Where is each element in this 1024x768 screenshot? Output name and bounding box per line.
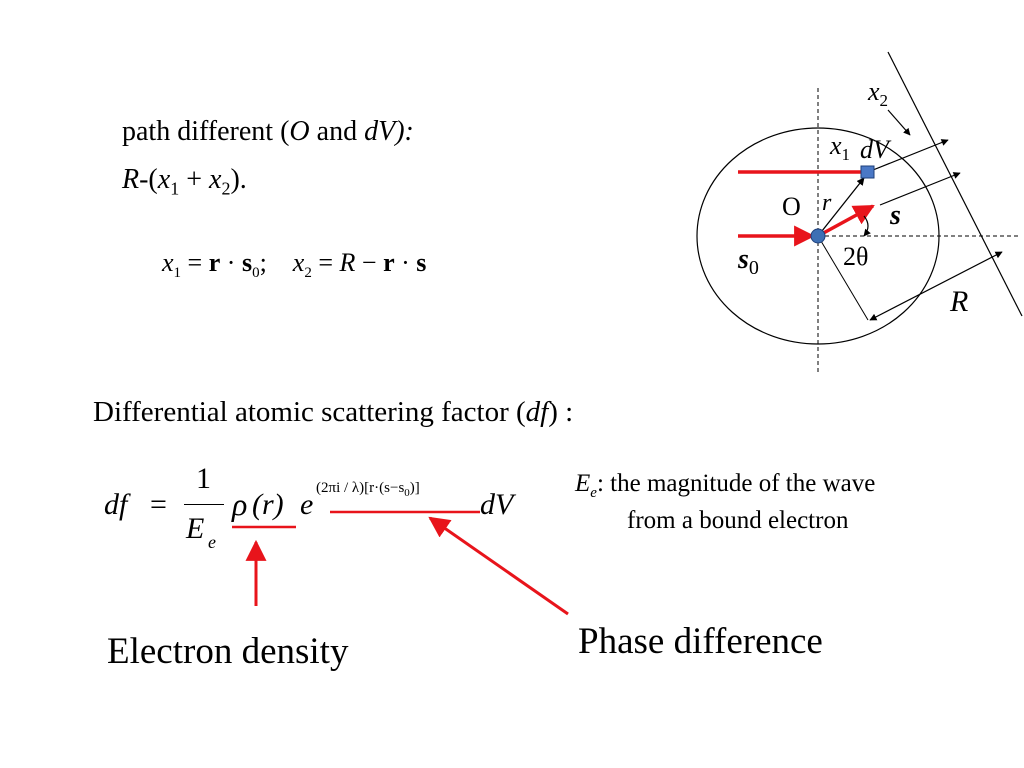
eq-equals-1: = (181, 248, 209, 277)
two-theta-arc (863, 215, 871, 237)
scattered-ray-from-dv (867, 139, 949, 173)
two-theta-label: 2θ (843, 242, 868, 271)
formula-exponent-end: )] (409, 480, 420, 496)
formula-denom-sub: e (208, 532, 216, 552)
formula-df: df (104, 488, 128, 521)
path-and: and (309, 116, 365, 147)
x1-label: x1 (829, 131, 850, 164)
s0-label: s0 (737, 244, 759, 279)
x2-label: x2 (867, 77, 888, 110)
eq-R: R (339, 248, 356, 277)
eq-s0: s (241, 248, 253, 277)
heading-suffix: ) : (548, 396, 574, 428)
eq-x1: x (162, 248, 174, 277)
formula-exponent-sub: 0 (404, 487, 410, 499)
formula-exponent: (2πi / λ)[r·(s−s0)] (316, 480, 420, 499)
eq-x1-sub: 1 (173, 265, 182, 282)
eq-x2-sub: 2 (304, 265, 312, 282)
note-E-sub: e (590, 485, 597, 501)
formula-equals: = (150, 488, 167, 521)
eq-equals-2: = (311, 248, 340, 277)
path-prefix: path different ( (122, 116, 290, 147)
eq-dot-2: · (394, 248, 417, 277)
scattering-factor-heading: Differential atomic scattering factor (d… (93, 396, 573, 429)
note-E: E (575, 470, 591, 497)
eq-r-1: r (208, 248, 221, 277)
origin-label: O (782, 192, 801, 221)
ee-note-line-1: Ee: the magnitude of the wave (575, 470, 876, 501)
formula-e: e (300, 488, 314, 521)
path-r: R (122, 164, 140, 195)
ee-note-line-2: from a bound electron (627, 507, 849, 534)
heading-prefix: Differential atomic scattering factor ( (93, 396, 526, 428)
formula-r-paren: (r) (252, 488, 284, 521)
path-x1-sub: 1 (170, 178, 180, 199)
path-mid: -( (139, 164, 158, 195)
path-x1: x (157, 164, 171, 195)
phase-difference-label: Phase difference (578, 621, 823, 662)
phase-difference-arrow (428, 516, 569, 616)
eq-minus: − (355, 248, 384, 277)
formula-denom-E: E (186, 512, 205, 545)
x-equations: x1 = r · s0; x2 = R − r · s (162, 248, 427, 282)
formula-rho: ρ (232, 486, 248, 522)
electron-density-label: Electron density (107, 631, 349, 672)
radius-line (817, 235, 869, 321)
formula-numerator: 1 (196, 462, 211, 495)
path-plus: + (179, 164, 209, 195)
R-label: R (949, 285, 968, 318)
eq-r-2: r (383, 248, 395, 277)
path-o: O (289, 116, 310, 147)
dv-volume-element (860, 165, 875, 179)
path-x2: x (209, 164, 222, 195)
r-vector (817, 177, 865, 237)
eq-dot-1: · (220, 248, 242, 277)
heading-df: df (525, 396, 549, 428)
scattering-factor-formula: df = 1 E e ρ (r) e (2πi / λ)[r·(s−s0)] d… (104, 462, 544, 572)
fraction-bar (184, 504, 224, 505)
s-label: s (889, 200, 901, 231)
path-close: ). (230, 164, 247, 195)
path-difference-line-1: path different (O and dV): (122, 116, 414, 148)
eq-s0-sub: 0 (252, 265, 260, 282)
r-label: r (822, 190, 832, 216)
R-dimension-arrow (869, 251, 1003, 321)
scattered-ray-from-o (879, 172, 961, 206)
note-line1-rest: : the magnitude of the wave (596, 470, 876, 497)
path-difference-line-2: R-(x1 + x2). (122, 164, 247, 199)
eq-s: s (416, 248, 427, 277)
path-dv: dV): (364, 116, 414, 147)
s-vector (817, 204, 875, 238)
eq-semicolon: ; (259, 248, 293, 277)
x2-pointer (887, 109, 911, 136)
dv-label: dV (860, 135, 892, 164)
formula-exponent-main: (2πi / λ)[r·(s−s (316, 480, 405, 496)
eq-x2: x (292, 248, 305, 277)
formula-dV: dV (480, 488, 514, 521)
atom-at-origin (810, 228, 826, 244)
path-x2-sub: 2 (221, 178, 231, 199)
